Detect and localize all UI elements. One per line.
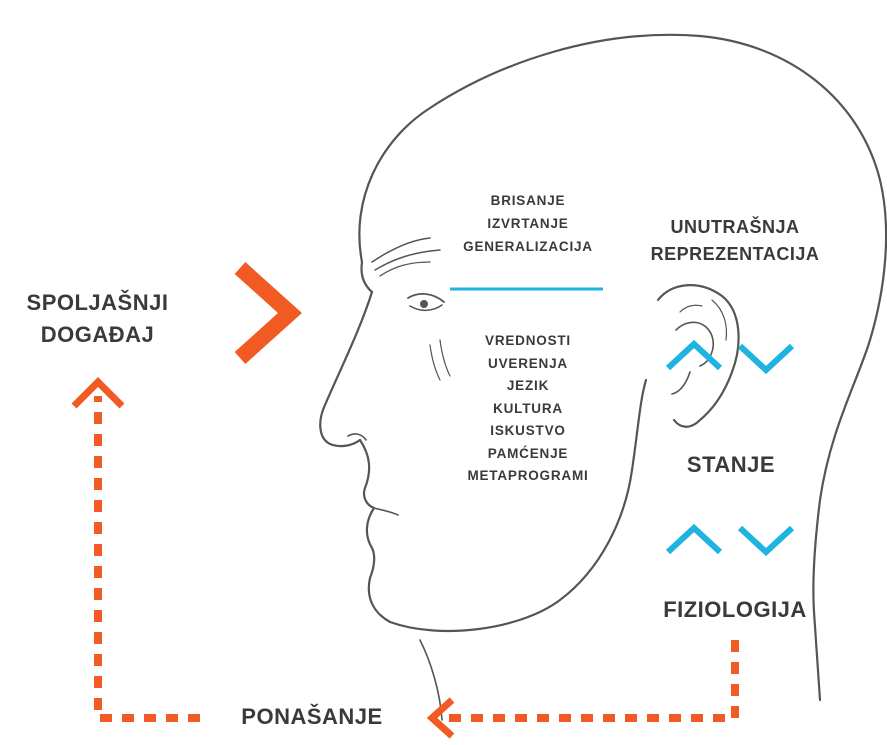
internal-filter-item: PAMĆENJE: [440, 443, 616, 466]
internal-representation-line2: REPREZENTACIJA: [630, 241, 840, 268]
filter-item: GENERALIZACIJA: [440, 235, 616, 258]
behavior-to-event-path: [98, 396, 200, 718]
physiology-to-behavior-path: [440, 640, 735, 718]
filter-item: IZVRTANJE: [440, 212, 616, 235]
state-label: STANJE: [660, 452, 802, 478]
up-chevron-icon: [668, 528, 720, 552]
internal-filters-list: VREDNOSTI UVERENJA JEZIK KULTURA ISKUSTV…: [440, 330, 616, 488]
internal-filter-item: VREDNOSTI: [440, 330, 616, 353]
external-event-line1: SPOLJAŠNJI: [0, 290, 195, 316]
internal-filter-item: KULTURA: [440, 398, 616, 421]
up-arrowhead-icon: [74, 382, 122, 406]
internal-representation-label: UNUTRAŠNJA REPREZENTACIJA: [630, 214, 840, 268]
external-event-label: SPOLJAŠNJI DOGAĐAJ: [0, 290, 195, 348]
physiology-label: FIZIOLOGIJA: [630, 597, 840, 623]
internal-filter-item: JEZIK: [440, 375, 616, 398]
filter-item: BRISANJE: [440, 189, 616, 212]
input-arrow-icon: [240, 268, 290, 358]
down-chevron-icon: [740, 346, 792, 370]
internal-representation-line1: UNUTRAŠNJA: [630, 214, 840, 241]
behavior-label: PONAŠANJE: [212, 704, 412, 730]
internal-filter-item: ISKUSTVO: [440, 420, 616, 443]
internal-filter-item: METAPROGRAMI: [440, 465, 616, 488]
up-chevron-icon: [668, 344, 720, 368]
internal-filter-item: UVERENJA: [440, 353, 616, 376]
external-event-line2: DOGAĐAJ: [0, 322, 195, 348]
down-chevron-icon: [740, 528, 792, 552]
filters-list: BRISANJE IZVRTANJE GENERALIZACIJA: [440, 189, 616, 258]
